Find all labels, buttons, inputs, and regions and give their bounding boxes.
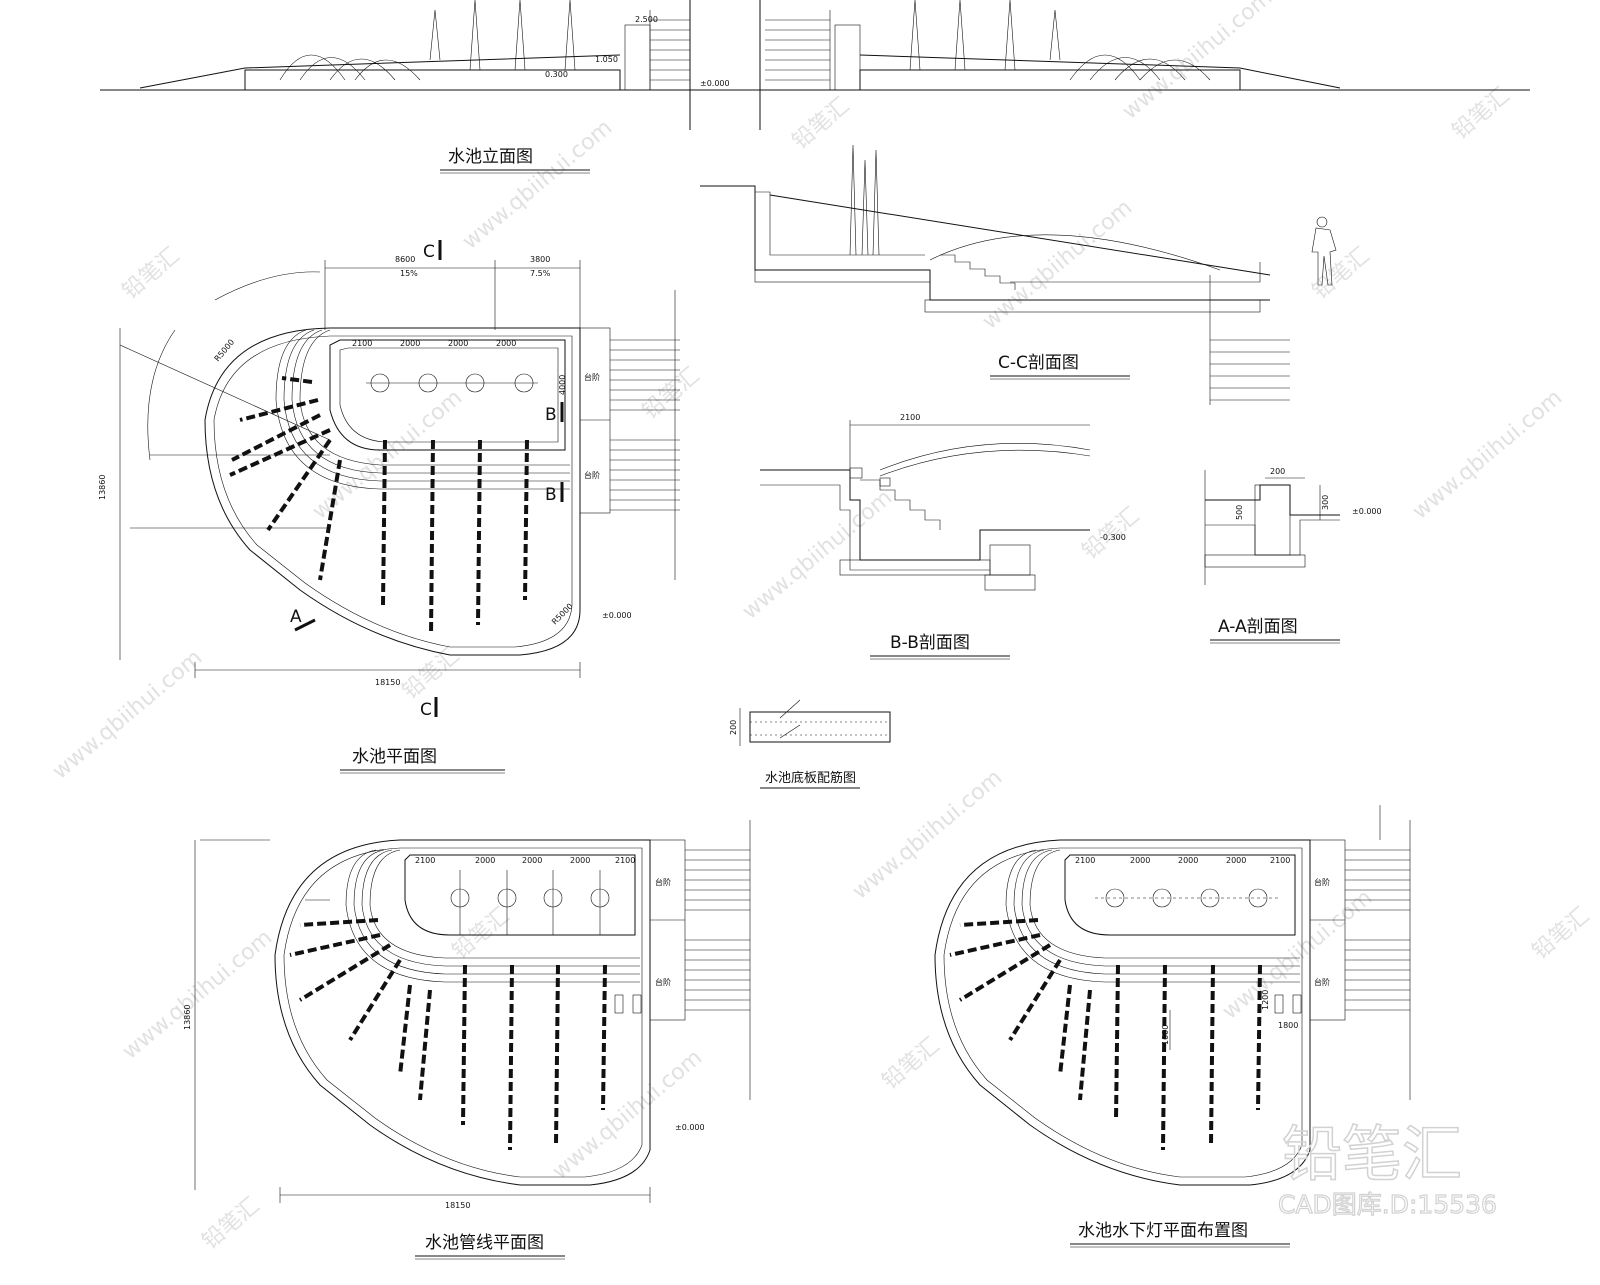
section-aa-dim-1: 200	[1270, 467, 1285, 476]
section-aa-title: A-A剖面图	[1218, 617, 1298, 637]
watermark-text: www.qbiihui.com	[48, 645, 207, 784]
bottom-slab-title: 水池底板配筋图	[765, 770, 856, 786]
plan-overall-height: 13860	[98, 475, 107, 500]
light-dim-2: 2000	[1130, 856, 1150, 865]
elevation-label-low: 0.300	[545, 70, 568, 79]
light-dim-5: 2100	[1270, 856, 1290, 865]
section-cc-title: C-C剖面图	[998, 353, 1079, 373]
pool-plan-drawing: 台阶 台阶 8600 3800 15% 7.5% 2100 2000 2000 …	[98, 255, 680, 687]
section-aa-dim-2: 500	[1235, 505, 1244, 520]
pipe-level: ±0.000	[675, 1123, 705, 1132]
plan-overall-width: 18150	[375, 678, 400, 687]
pipe-right-label-2: 台阶	[655, 977, 671, 987]
plan-inner-1: 2100	[352, 339, 372, 348]
pipe-dim-5: 2100	[615, 856, 635, 865]
plan-level: ±0.000	[602, 611, 632, 620]
watermark-text: 铅笔汇	[788, 93, 855, 155]
pipe-dim-2: 2000	[475, 856, 495, 865]
light-dim-3: 2000	[1178, 856, 1198, 865]
elevation-label-top: 2.500	[635, 15, 658, 24]
plan-right-label-2: 台阶	[584, 470, 600, 480]
watermark-text: 铅笔汇	[1528, 903, 1595, 965]
section-bb-drawing	[760, 420, 1091, 591]
pipe-right-label-1: 台阶	[655, 877, 671, 887]
section-markers: C C B B A	[290, 240, 564, 720]
brand-name: 铅笔汇	[1282, 1120, 1462, 1190]
light-dim-4: 2000	[1226, 856, 1246, 865]
elevation-title: 水池立面图	[448, 147, 533, 167]
watermark-layer: 铅笔汇 www.qbiihui.com 铅笔汇 www.qbiihui.com 铅笔汇 w…	[48, 0, 1595, 1255]
watermark-text: 铅笔汇	[398, 643, 465, 705]
section-mark-c-bottom: C	[420, 700, 432, 720]
light-right-label-2: 台阶	[1314, 977, 1330, 987]
pipe-overall-width: 18150	[445, 1201, 470, 1210]
section-bb-title: B-B剖面图	[890, 633, 970, 653]
section-bb-level: -0.300	[1100, 533, 1126, 542]
watermark-text: www.qbiihui.com	[118, 925, 277, 1064]
plan-inner-4: 2000	[496, 339, 516, 348]
light-plan-drawing: 台阶 台阶 2100 2000 2000 2000 2100 1000 1800…	[934, 805, 1411, 1186]
section-cc-drawing	[700, 144, 1337, 405]
watermark-text: 铅笔汇	[448, 903, 515, 965]
elevation-label-mid: 1.050	[595, 55, 618, 64]
plan-slope-1: 15%	[400, 269, 418, 278]
bottom-slab-drawing	[739, 699, 891, 746]
plan-inner-2: 2000	[400, 339, 420, 348]
section-aa-dim-3: 300	[1321, 495, 1330, 510]
pipe-dim-3: 2000	[522, 856, 542, 865]
pipe-overall-height: 13860	[183, 1005, 192, 1030]
section-bb-width: 2100	[900, 413, 920, 422]
watermark-text: www.qbiihui.com	[458, 115, 617, 254]
elevation-drawing: ±0.000 2.500 1.050 0.300	[100, 0, 1530, 130]
watermark-text: 铅笔汇	[878, 1033, 945, 1095]
watermark-text: 铅笔汇	[1448, 83, 1515, 145]
section-aa-level: ±0.000	[1352, 507, 1382, 516]
pipe-plan-title: 水池管线平面图	[425, 1233, 544, 1253]
brand-id: CAD图库.D:15536	[1278, 1190, 1497, 1219]
plan-dim-top-1: 8600	[395, 255, 415, 264]
slab-thickness: 200	[729, 720, 738, 735]
plan-title: 水池平面图	[352, 747, 437, 767]
section-mark-c-top: C	[423, 242, 435, 262]
elevation-level: ±0.000	[700, 79, 730, 88]
pipe-plan-drawing: 台阶 台阶 2100 2000 2000 2000 2100 18150 138…	[183, 820, 751, 1210]
section-aa-drawing	[1204, 470, 1340, 585]
plan-dim-top-2: 3800	[530, 255, 550, 264]
watermark-text: www.qbiihui.com	[848, 765, 1007, 904]
watermark-text: 铅笔汇	[118, 243, 185, 305]
watermark-text: 铅笔汇	[638, 363, 705, 425]
plan-radius-2: R5000	[550, 602, 575, 627]
plan-inner-3: 2000	[448, 339, 468, 348]
section-mark-a: A	[290, 607, 302, 627]
watermark-text: www.qbiihui.com	[1218, 885, 1377, 1024]
section-mark-b-2: B	[545, 485, 557, 505]
pipe-dim-4: 2000	[570, 856, 590, 865]
light-side-dim-1: 1000	[1161, 1025, 1170, 1045]
light-side-dim-3: 1200	[1261, 990, 1270, 1010]
light-right-label-1: 台阶	[1314, 877, 1330, 887]
pipe-dim-1: 2100	[415, 856, 435, 865]
section-mark-b-1: B	[545, 405, 557, 425]
watermark-text: www.qbiihui.com	[978, 195, 1137, 334]
light-plan-title: 水池水下灯平面布置图	[1078, 1221, 1248, 1241]
watermark-text: www.qbiihui.com	[738, 485, 897, 624]
plan-inner-height: 4000	[558, 375, 567, 395]
light-side-dim-2: 1800	[1278, 1021, 1298, 1030]
watermark-text: www.qbiihui.com	[1408, 385, 1567, 524]
plan-right-label-1: 台阶	[584, 372, 600, 382]
plan-radius-1: R5000	[213, 338, 237, 364]
watermark-text: 铅笔汇	[198, 1193, 265, 1255]
plan-slope-2: 7.5%	[530, 269, 551, 278]
light-dim-1: 2100	[1075, 856, 1095, 865]
